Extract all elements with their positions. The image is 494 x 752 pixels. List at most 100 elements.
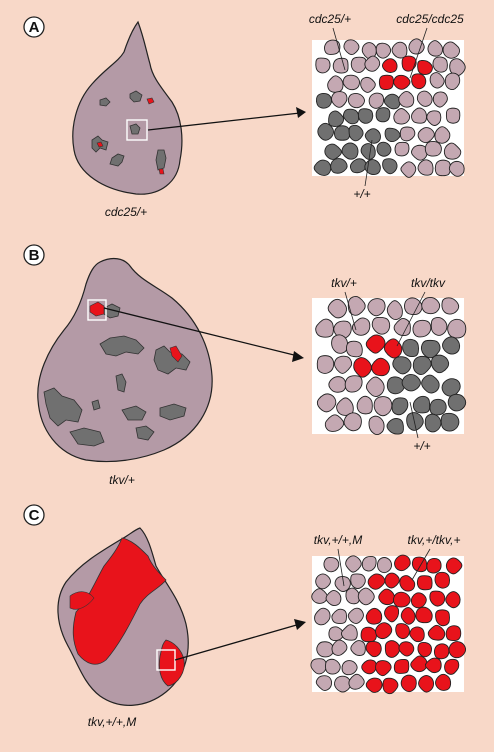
- heterozygous-cell: [417, 127, 435, 144]
- mutant-cell: [375, 622, 393, 640]
- mutant-cell: [400, 607, 416, 625]
- wildtype-cell: [382, 158, 398, 175]
- heterozygous-cell: [445, 107, 461, 124]
- heterozygous-cell: [394, 141, 410, 157]
- heterozygous-cell: [424, 140, 442, 157]
- mutant-cell: [410, 655, 428, 673]
- panel-c-cell-grid: [310, 554, 467, 695]
- panel-a-pointer-wildtype: [364, 139, 373, 187]
- panel-b-pointer-heterozygous: [344, 291, 357, 331]
- heterozygous-cell: [310, 658, 327, 675]
- mutant-cell: [445, 625, 462, 642]
- heterozygous-cell: [447, 318, 467, 339]
- panel-a-letter-badge: [23, 16, 45, 38]
- wildtype-cell: [384, 127, 401, 143]
- wildtype-cell: [402, 338, 420, 358]
- mutant-cell: [365, 334, 386, 354]
- panel-a-pointer-heterozygous: [332, 27, 346, 71]
- heterozygous-cell: [400, 161, 417, 178]
- mutant-cell: [435, 609, 450, 627]
- panel-b-arrow: [103, 307, 299, 357]
- heterozygous-cell: [347, 607, 364, 624]
- panel-c-pointer-heterozygous: [337, 548, 345, 587]
- mutant-cell: [398, 641, 415, 657]
- mutant-cell: [409, 626, 425, 643]
- heterozygous-cell: [316, 355, 335, 374]
- mutant-cell: [445, 591, 461, 609]
- heterozygous-cell: [408, 38, 425, 55]
- panel-b-disc-label: tkv/+: [109, 473, 135, 487]
- wildtype-cell: [313, 159, 332, 176]
- heterozygous-cell: [334, 675, 352, 693]
- heterozygous-cell: [399, 126, 416, 142]
- heterozygous-cell: [334, 576, 351, 592]
- heterozygous-cell: [427, 40, 443, 57]
- panel-b-label-heterozygous: tkv/+: [331, 276, 357, 290]
- heterozygous-cell: [411, 144, 428, 161]
- panel-c-label-heterozygous: tkv,+/+,M: [314, 533, 362, 547]
- heterozygous-cell: [341, 660, 358, 676]
- mutant-cell: [384, 640, 401, 658]
- heterozygous-cell: [344, 375, 363, 393]
- heterozygous-cell: [365, 376, 385, 397]
- heterozygous-cell: [348, 673, 365, 690]
- heterozygous-cell: [373, 396, 393, 417]
- panel-b-pointer-wildtype: [409, 401, 419, 439]
- wildtype-cell: [364, 128, 381, 144]
- wildtype-cell: [430, 354, 450, 374]
- mutant-cell: [400, 674, 417, 693]
- panel-a-label-mutant: cdc25/cdc25: [396, 12, 464, 26]
- mutant-cell: [378, 588, 396, 606]
- panel-a: A cdc25/+ cdc25/+ cdc25/cdc25 +/+: [23, 12, 466, 219]
- panel-b-mutant-clones: [89, 301, 183, 363]
- mutant-cell: [393, 658, 410, 674]
- mutant-cell: [445, 557, 463, 575]
- heterozygous-cell: [411, 107, 427, 124]
- wildtype-cell: [421, 374, 440, 394]
- heterozygous-cell: [386, 300, 403, 321]
- heterozygous-cell: [342, 74, 361, 91]
- heterozygous-cell: [393, 108, 411, 125]
- heterozygous-cell: [324, 414, 345, 432]
- mutant-cell: [427, 624, 446, 641]
- panel-a-label-heterozygous: cdc25/+: [309, 12, 351, 26]
- mutant-cell: [365, 640, 382, 658]
- heterozygous-cell: [434, 126, 451, 144]
- mutant-cell: [383, 338, 403, 359]
- heterozygous-cell: [347, 93, 365, 109]
- wildtype-cell: [349, 158, 367, 174]
- heterozygous-cell: [360, 76, 376, 93]
- heterozygous-cell: [334, 355, 353, 374]
- heterozygous-cell: [371, 316, 391, 335]
- heterozygous-cell: [368, 415, 385, 436]
- wildtype-cell: [412, 355, 432, 376]
- mutant-cell: [361, 659, 377, 675]
- heterozygous-cell: [311, 588, 328, 604]
- mutant-cell: [353, 357, 372, 378]
- panel-b-arrowhead: [292, 351, 304, 362]
- mutant-cell: [434, 571, 451, 589]
- panel-b-letter: B: [29, 247, 40, 264]
- mutant-cell: [384, 605, 400, 623]
- mutant-cell: [375, 660, 392, 677]
- heterozygous-cell: [314, 607, 331, 626]
- mutant-cell: [401, 55, 417, 72]
- heterozygous-cell: [361, 42, 377, 60]
- heterozygous-cell: [325, 589, 342, 607]
- heterozygous-cell: [345, 587, 360, 605]
- wildtype-cell: [447, 393, 467, 412]
- panel-a-disc-label: cdc25/+: [105, 205, 147, 219]
- heterozygous-cell: [341, 624, 358, 641]
- heterozygous-cell: [331, 334, 349, 354]
- mutant-cell: [360, 626, 377, 643]
- wildtype-cell: [360, 143, 376, 160]
- heterozygous-cell: [336, 397, 354, 416]
- heterozygous-cell: [357, 587, 375, 606]
- mutant-cell: [392, 591, 411, 608]
- heterozygous-cell: [332, 57, 349, 74]
- panel-c: C tkv,+/+,M tkv,+/+,M tkv,+/tkv,+: [23, 504, 467, 729]
- heterozygous-cell: [343, 412, 362, 432]
- panel-a-arrowhead: [296, 107, 306, 118]
- mutant-cell: [365, 677, 383, 693]
